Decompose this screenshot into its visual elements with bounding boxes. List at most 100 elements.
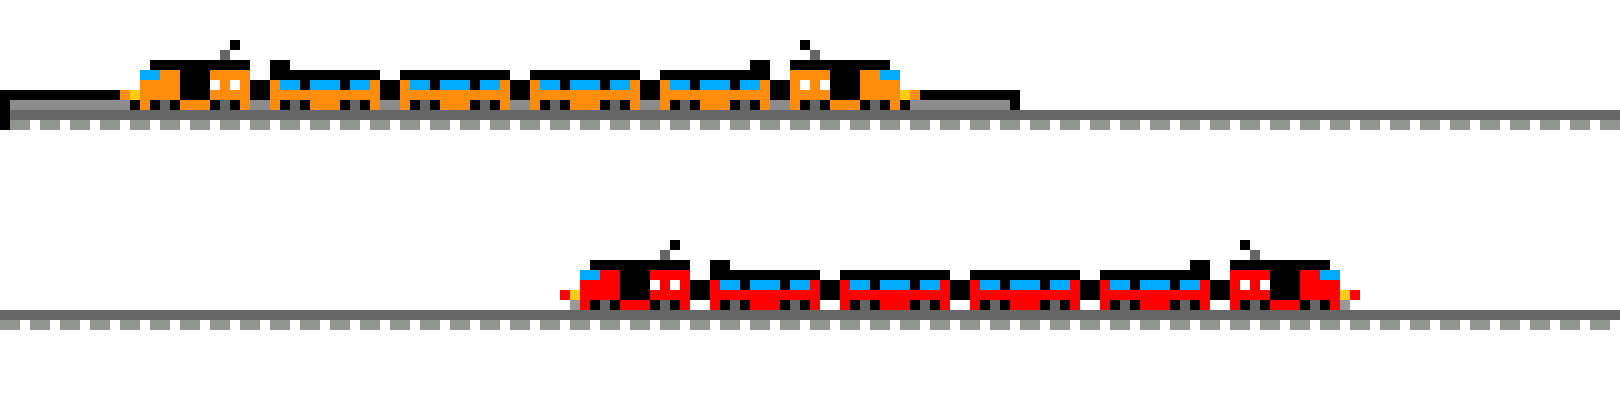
railway-tie [730, 120, 750, 130]
window [720, 280, 730, 290]
body-panel [590, 90, 600, 100]
black-frame [930, 270, 940, 280]
body-panel [790, 80, 800, 90]
railway-tie [190, 120, 210, 130]
railway-tie [1210, 120, 1230, 130]
black-frame [880, 60, 890, 70]
black-frame [1290, 260, 1300, 270]
wheel [740, 100, 750, 110]
black-frame [910, 300, 920, 310]
railway-tie [1350, 320, 1370, 330]
body-panel [920, 290, 930, 300]
railway-tie [1000, 120, 1020, 130]
pantograph-icon [220, 50, 230, 60]
black-frame [930, 300, 940, 310]
black-frame [620, 280, 630, 290]
railway-tie [130, 120, 150, 130]
black-frame [830, 80, 840, 90]
body-panel [1290, 300, 1300, 310]
body-panel [210, 70, 220, 80]
railway-tie [880, 120, 900, 130]
body-panel [1200, 280, 1210, 290]
body-panel [1280, 300, 1290, 310]
body-panel [880, 80, 890, 90]
headlight [570, 290, 580, 300]
body-panel [1010, 300, 1020, 310]
black-frame [200, 60, 210, 70]
roof-bump [270, 60, 290, 70]
body-panel [400, 90, 410, 100]
cab-window [210, 80, 220, 90]
black-frame [850, 90, 860, 100]
window [750, 280, 760, 290]
body-panel [990, 290, 1000, 300]
black-frame [590, 300, 600, 310]
body-panel [1300, 270, 1310, 280]
wheel [420, 100, 430, 110]
window [700, 80, 710, 90]
body-panel [180, 100, 190, 110]
black-frame [200, 90, 210, 100]
black-frame [850, 300, 860, 310]
body-panel [1240, 290, 1250, 300]
body-panel [530, 100, 540, 110]
window [1140, 280, 1150, 290]
body-panel [1030, 290, 1040, 300]
railway-tie [1530, 320, 1550, 330]
body-panel [1100, 300, 1110, 310]
black-frame [1270, 290, 1280, 300]
coupler [250, 80, 270, 100]
black-frame [360, 70, 370, 80]
black-frame [1150, 270, 1160, 280]
black-frame [410, 100, 420, 110]
railway-tie [750, 320, 770, 330]
body-panel [1100, 290, 1110, 300]
black-frame [840, 270, 850, 280]
platform-post-left [0, 90, 10, 130]
window [1030, 280, 1040, 290]
railway-tie [1240, 120, 1260, 130]
railway-tie [610, 120, 630, 130]
body-panel [880, 290, 890, 300]
body-panel [1100, 280, 1110, 290]
body-panel [140, 100, 150, 110]
window [150, 70, 160, 80]
window [930, 280, 940, 290]
black-frame [1020, 270, 1030, 280]
coupler [950, 280, 970, 300]
body-panel [810, 290, 820, 300]
black-frame [820, 60, 830, 70]
black-frame [800, 300, 810, 310]
wheel [900, 100, 910, 110]
black-frame [890, 270, 900, 280]
body-panel [870, 90, 880, 100]
body-panel [1310, 270, 1320, 280]
railway-tie [1290, 320, 1310, 330]
black-frame [710, 70, 720, 80]
window [900, 280, 910, 290]
black-frame [1290, 290, 1300, 300]
black-frame [340, 100, 350, 110]
black-frame [220, 60, 230, 70]
body-panel [860, 70, 870, 80]
black-frame [470, 70, 480, 80]
black-frame [940, 270, 950, 280]
window [890, 280, 900, 290]
railway-tie [460, 120, 480, 130]
black-frame [680, 70, 690, 80]
black-frame [1290, 270, 1300, 280]
body-panel [750, 300, 760, 310]
body-panel [210, 90, 220, 100]
black-frame [210, 60, 220, 70]
black-frame [180, 90, 190, 100]
railway-tie [180, 320, 200, 330]
body-panel [680, 90, 690, 100]
black-frame [610, 260, 620, 270]
black-frame [880, 270, 890, 280]
black-frame [190, 70, 200, 80]
black-frame [760, 70, 770, 80]
body-panel [310, 100, 320, 110]
railway-tie [1090, 120, 1110, 130]
window [450, 80, 460, 90]
black-frame [1320, 260, 1330, 270]
